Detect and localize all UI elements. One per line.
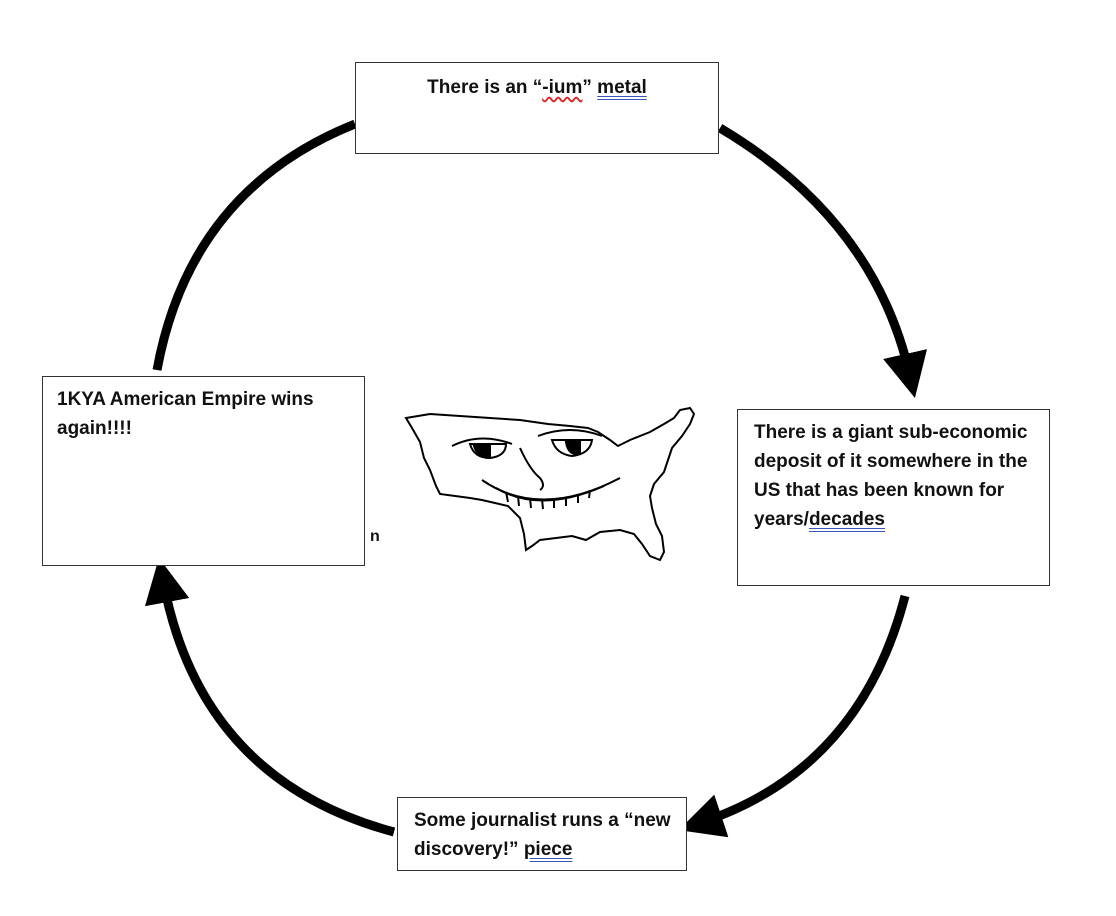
arrow-bottom-to-left (144, 557, 396, 837)
usa-map-grinning-face-icon (404, 406, 696, 562)
box-top-metal: metal (597, 77, 647, 98)
arrow-right-to-bottom (678, 594, 910, 838)
box-journalist-piece: Some journalist runs a “new discovery!” … (397, 797, 687, 871)
box-top-ium: -ium (542, 77, 583, 98)
box-left-text: 1KYA American Empire wins again!!!! (57, 389, 314, 439)
stray-character: n (370, 528, 380, 545)
box-ium-metal: There is an “-ium” metal (355, 62, 719, 154)
box-top-text-mid: ” (582, 77, 598, 98)
box-giant-deposit: There is a giant sub-economic deposit of… (737, 409, 1050, 586)
box-top-text-pre: There is an “ (427, 77, 543, 98)
box-bottom-text: Some journalist runs a “new discovery!” (414, 810, 671, 860)
box-right-decades: decades (808, 509, 885, 530)
arrow-left-to-top (152, 119, 357, 371)
box-american-empire: 1KYA American Empire wins again!!!! (42, 376, 365, 566)
box-bottom-piece: piece (523, 839, 573, 860)
arrow-top-to-right (717, 124, 928, 398)
box-right-text: There is a giant sub-economic deposit of… (754, 422, 1028, 530)
